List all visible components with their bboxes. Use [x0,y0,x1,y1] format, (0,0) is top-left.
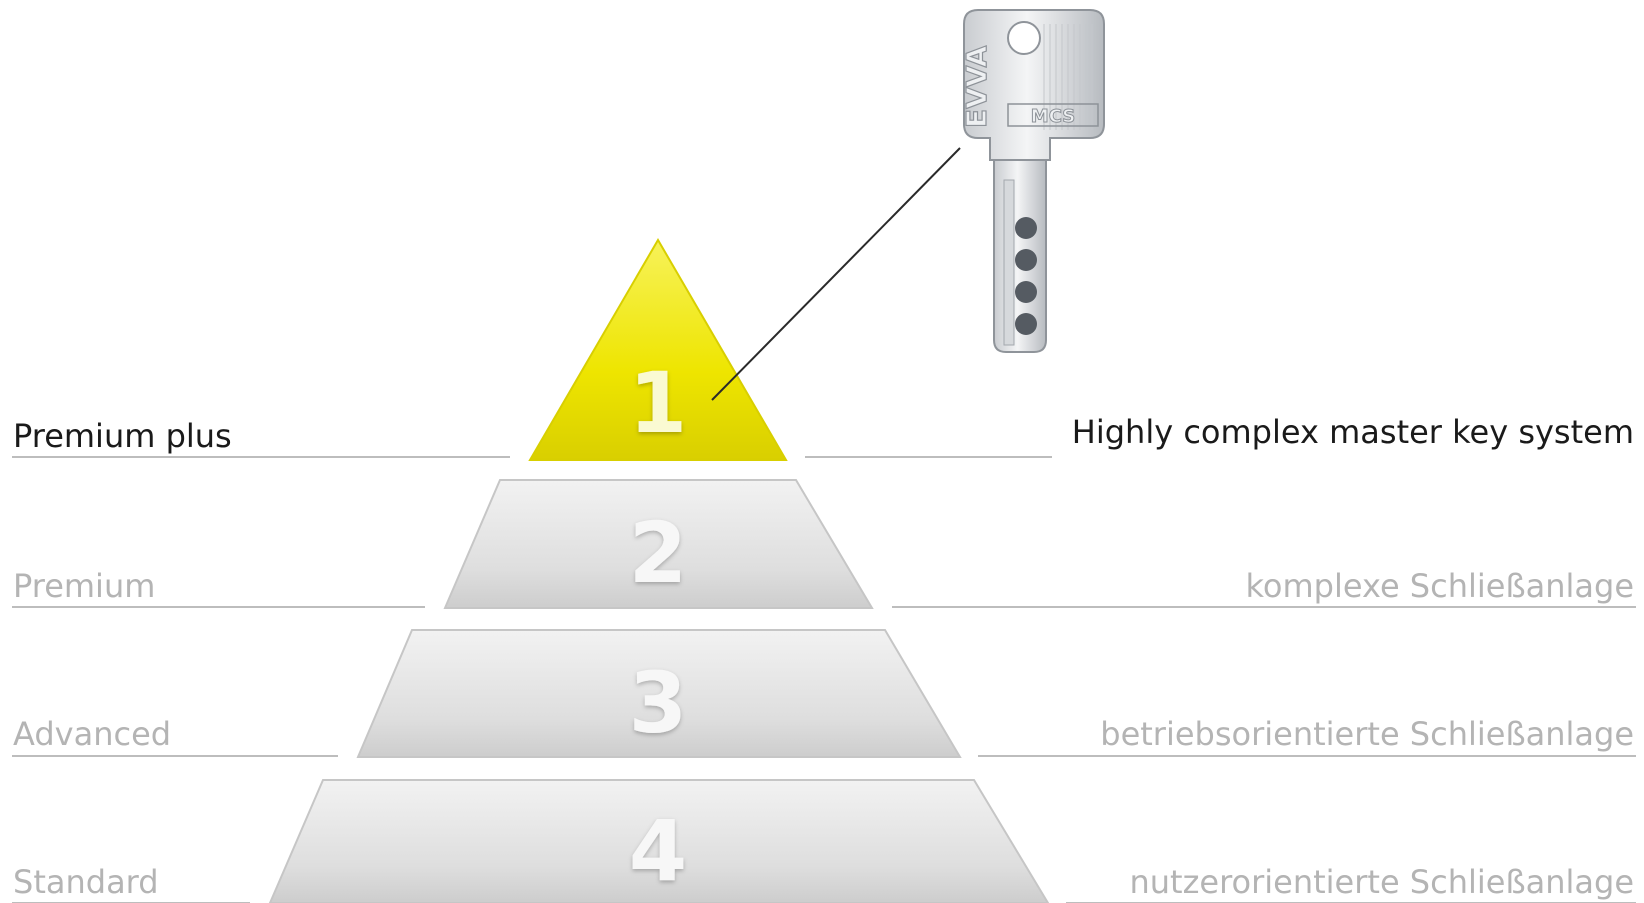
tier-number-3: 3 [629,654,687,752]
key-ring-hole [1007,21,1041,55]
key-leader-line [711,147,961,401]
tier-2-left-label: Premium [13,567,156,605]
tier-2-right-label: komplexe Schließanlage [1245,567,1634,605]
tier-number-2: 2 [629,504,687,602]
key-model-text: MCS [1031,106,1075,127]
tier-3-left-label: Advanced [13,715,172,753]
tier-2-shape[interactable] [443,479,874,609]
tier-number-4: 4 [629,802,687,900]
tier-4-shape[interactable] [268,779,1050,903]
key-brand-text: EVVA [960,45,993,128]
tier-3-right-label: betriebsorientierte Schließanlage [1100,715,1634,753]
tier-number-1: 1 [629,354,687,452]
tier-1-right-label: Highly complex master key system [1071,413,1634,451]
tier-4-right-label: nutzerorientierte Schließanlage [1129,863,1634,901]
tier-1-shape[interactable] [528,238,788,461]
tier-1-left-label: Premium plus [13,417,232,455]
tier-4-left-label: Standard [13,863,159,901]
separator-lines [12,456,1636,903]
key-image: EVVA MCS [959,9,1105,353]
tier-3-shape[interactable] [356,629,962,758]
